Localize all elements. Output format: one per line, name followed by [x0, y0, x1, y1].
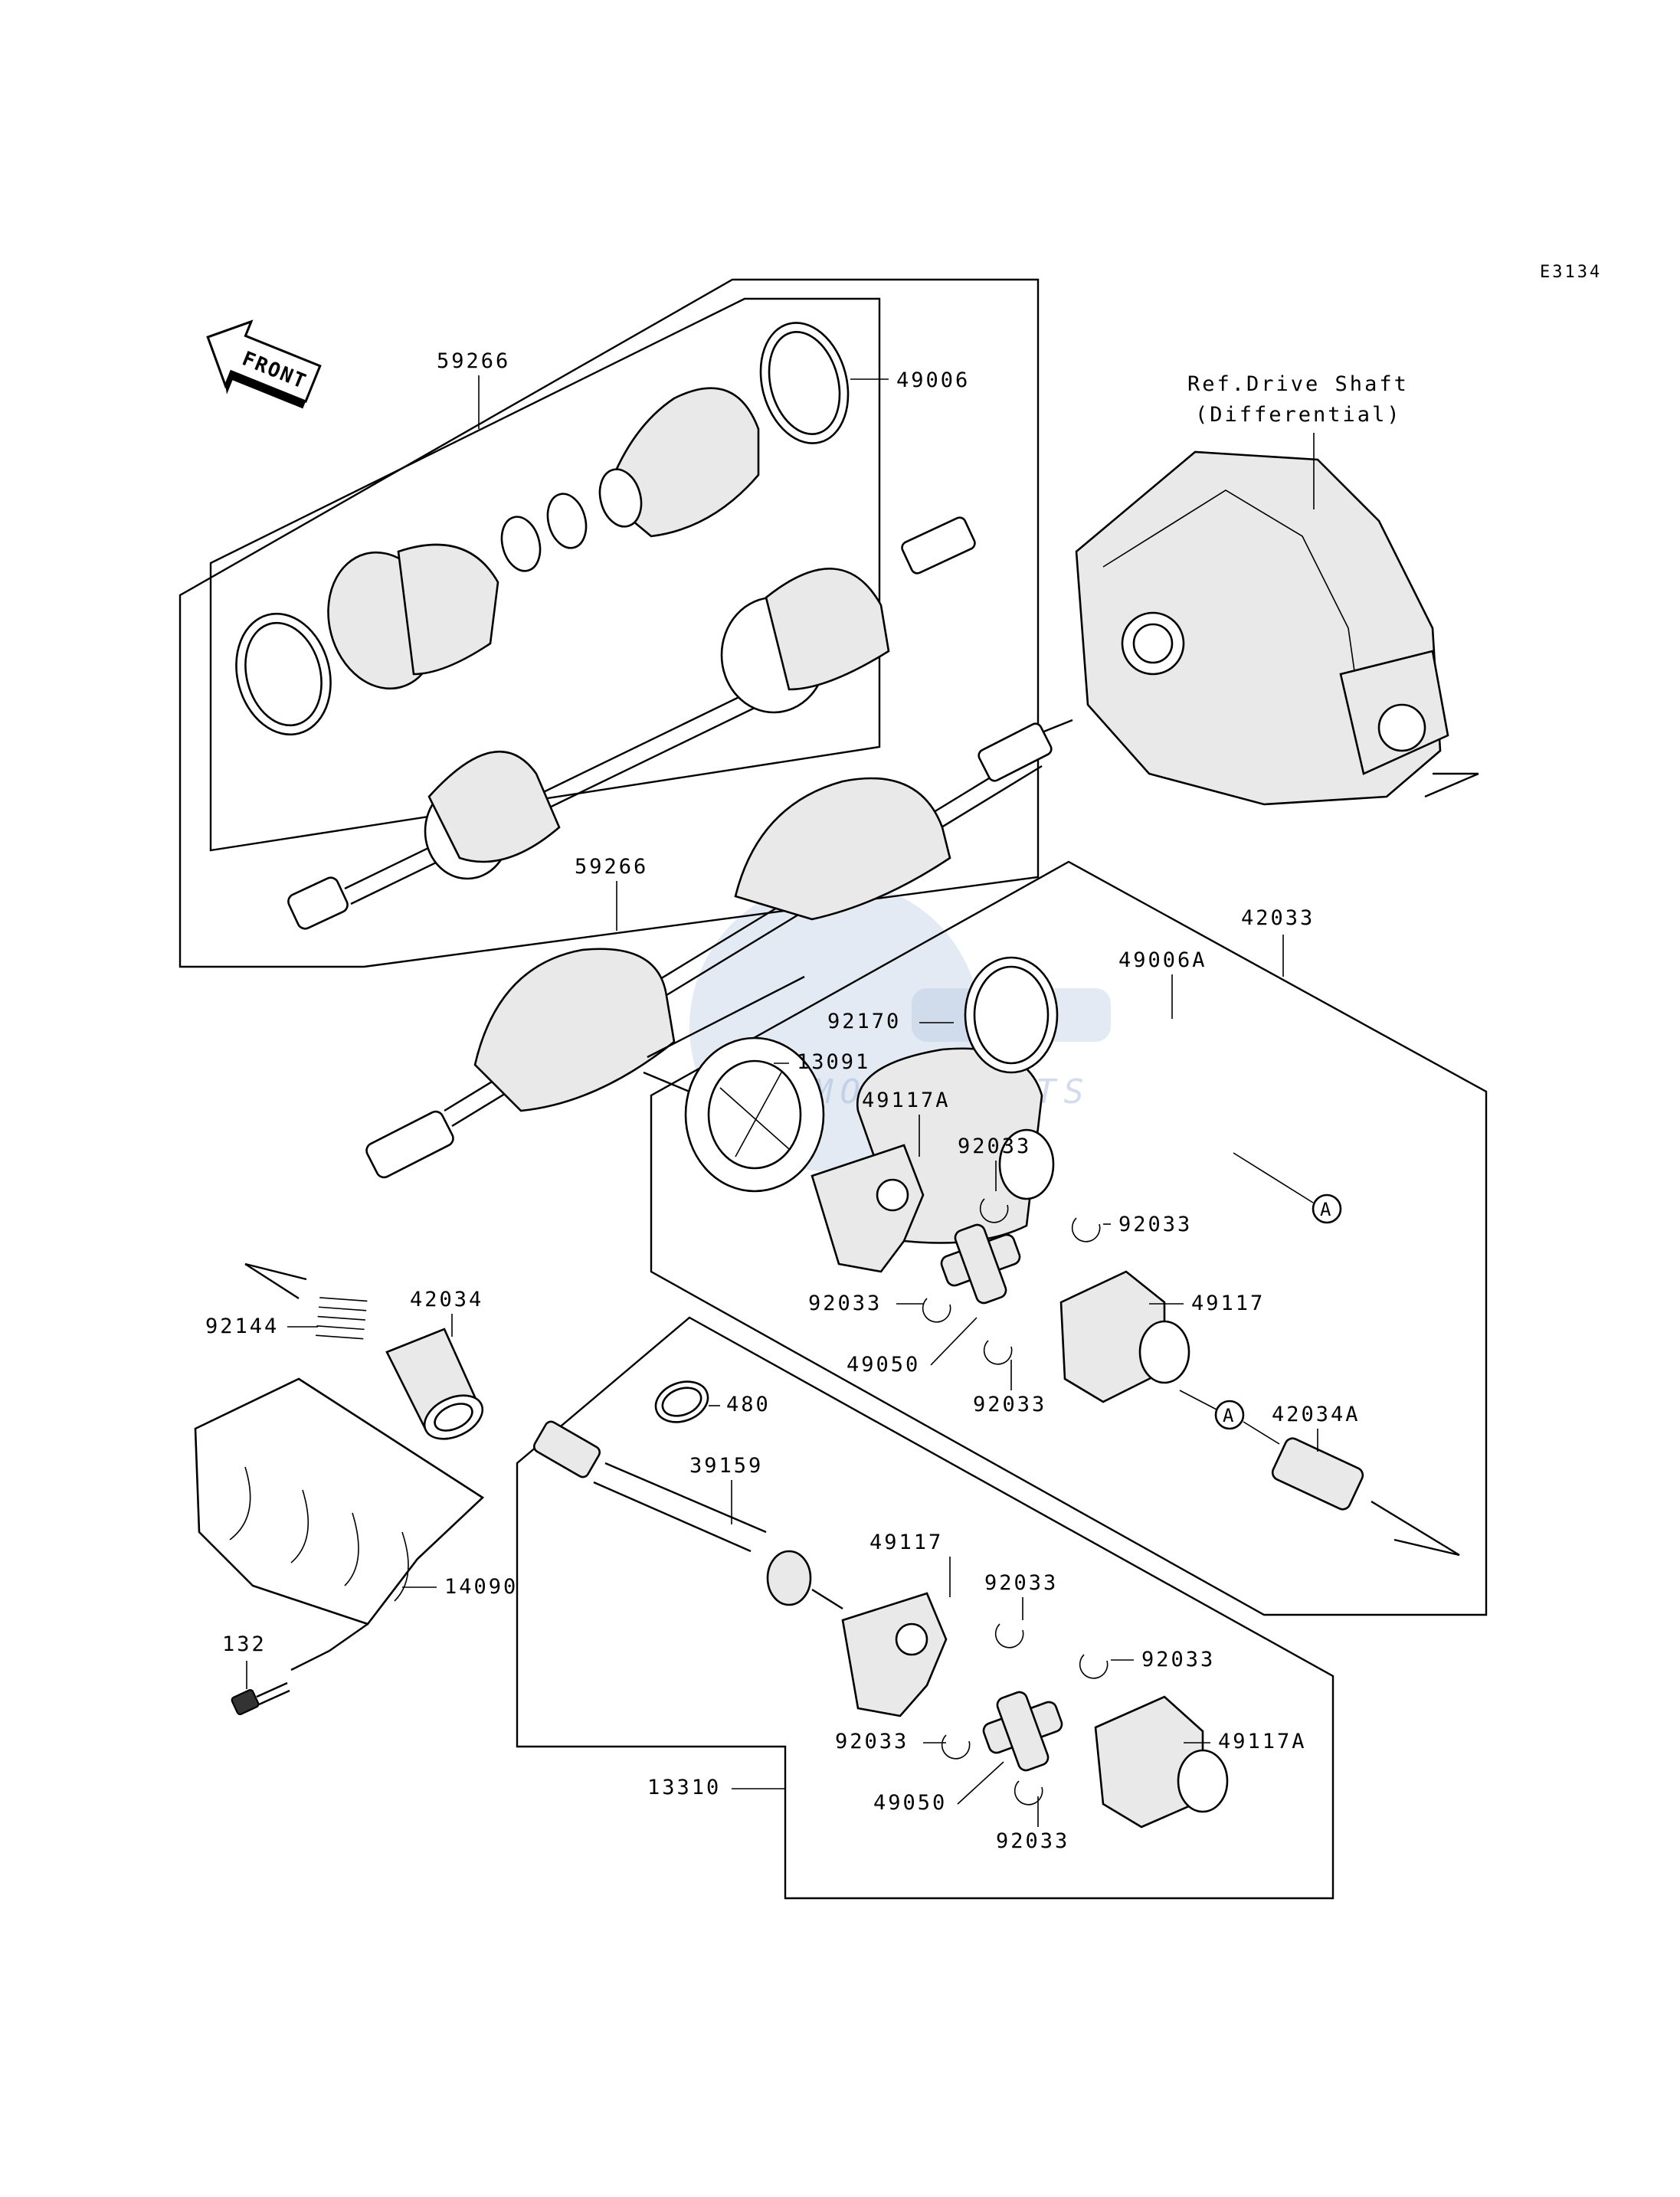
kit-box-59266	[178, 278, 1040, 968]
label-92144: 92144	[205, 1315, 279, 1338]
circlip-480	[654, 1380, 709, 1423]
label-49117-lower: 49117	[869, 1531, 943, 1554]
label-59266-mid: 59266	[575, 855, 648, 879]
spring-92144	[244, 1262, 368, 1340]
label-132: 132	[222, 1632, 267, 1656]
differential-housing	[1033, 450, 1479, 806]
label-42033: 42033	[1241, 906, 1315, 930]
boot-kit-parts	[235, 322, 850, 736]
label-480: 480	[726, 1393, 771, 1416]
label-92033-u3: 92033	[808, 1292, 882, 1315]
kit-box-13310	[516, 1316, 1335, 1900]
label-42034: 42034	[410, 1288, 483, 1311]
label-49117A-lower: 49117A	[1218, 1730, 1307, 1753]
label-92033-l3: 92033	[835, 1730, 909, 1753]
bolt-132	[231, 1681, 290, 1715]
label-92033-l1: 92033	[984, 1571, 1058, 1595]
marker-a-lower-text: A	[1223, 1405, 1234, 1426]
label-92170: 92170	[827, 1010, 901, 1033]
middle-axle-shaft	[365, 722, 1053, 1179]
label-49006A: 49006A	[1118, 948, 1207, 972]
ref-label-line1: Ref.Drive Shaft	[1187, 372, 1409, 396]
inner-boot-parts	[684, 956, 1059, 1244]
upper-axle-shaft	[287, 516, 976, 930]
label-14090: 14090	[444, 1575, 518, 1599]
sleeve-42034	[385, 1328, 484, 1440]
label-92033-l2: 92033	[1141, 1648, 1215, 1671]
marker-a-upper	[1312, 1193, 1342, 1224]
label-49006: 49006	[896, 368, 970, 392]
upper-universal-joint	[811, 1144, 1190, 1403]
front-arrow-icon: FRONT	[206, 319, 322, 409]
lower-universal-joint	[841, 1592, 1229, 1829]
ref-label-line2: (Differential)	[1195, 403, 1402, 427]
label-49117A-upper: 49117A	[862, 1089, 951, 1112]
spline-42034A	[1271, 1437, 1460, 1557]
marker-a-lower	[1214, 1400, 1245, 1430]
label-49050-lower: 49050	[873, 1791, 947, 1815]
label-42034A: 42034A	[1272, 1403, 1361, 1426]
label-49050-upper: 49050	[847, 1353, 920, 1377]
shaft-39159	[532, 1420, 843, 1610]
guard-14090	[194, 1377, 485, 1671]
label-59266-top: 59266	[437, 349, 510, 373]
label-92033-u1: 92033	[958, 1135, 1031, 1158]
label-92033-u4: 92033	[973, 1393, 1046, 1416]
label-49117-upper: 49117	[1191, 1292, 1265, 1315]
diagram-code: E3134	[1540, 263, 1602, 282]
kit-box-42033	[650, 860, 1488, 1616]
label-92033-u2: 92033	[1118, 1213, 1192, 1236]
label-39159: 39159	[689, 1454, 763, 1478]
label-92033-l4: 92033	[996, 1829, 1069, 1853]
label-13091: 13091	[797, 1050, 870, 1074]
label-13310: 13310	[647, 1776, 721, 1799]
marker-a-upper-text: A	[1320, 1199, 1331, 1220]
